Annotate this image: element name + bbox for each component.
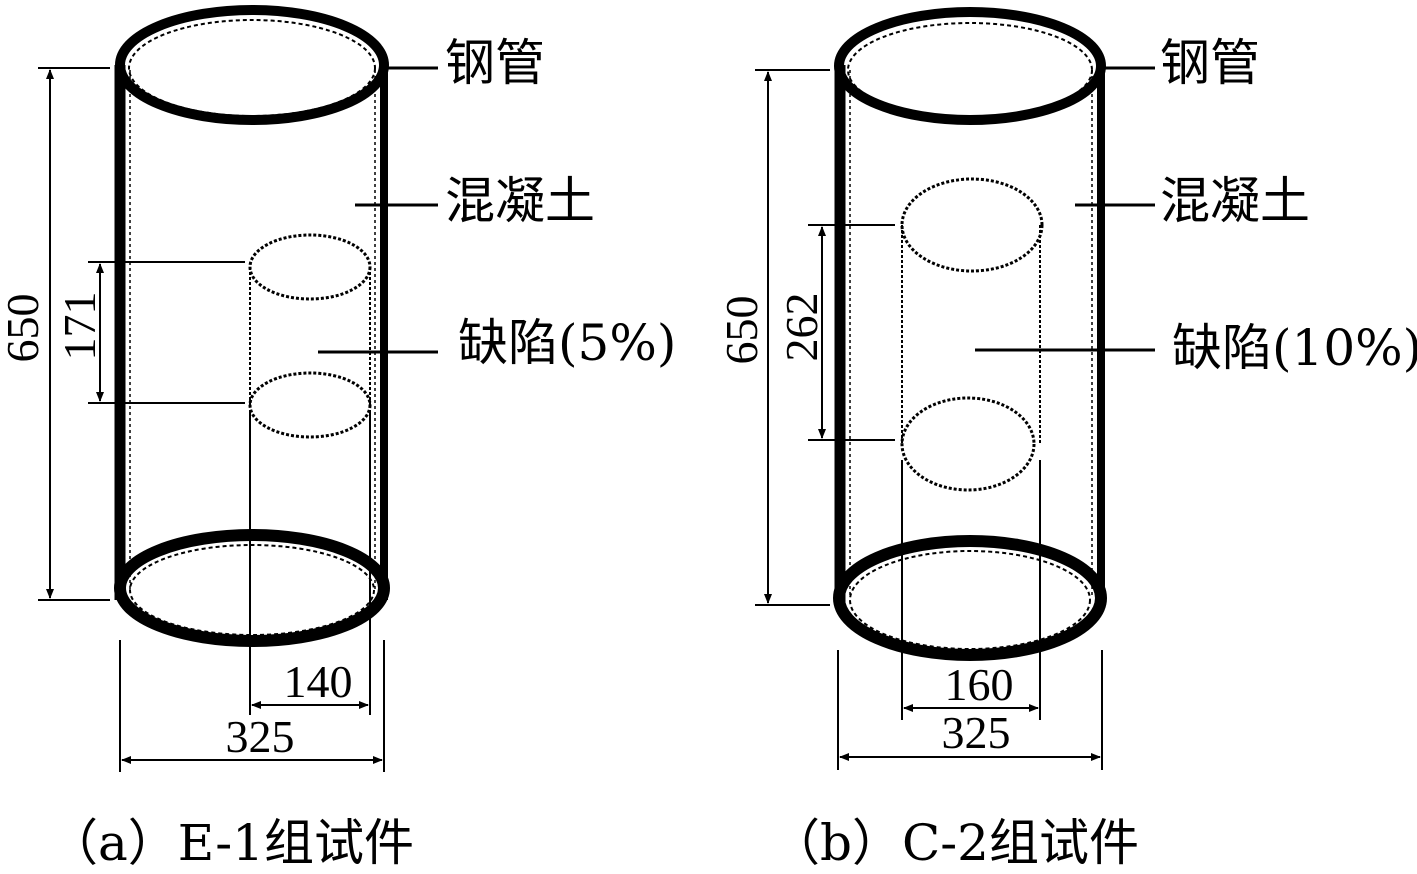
steel-tube-a xyxy=(114,5,390,647)
dim-height-label: 650 xyxy=(716,296,767,365)
defect-cylinder-a xyxy=(248,233,372,439)
dim-height-label: 650 xyxy=(0,294,48,363)
panel-a: 650 171 140 325 钢管 混凝土 xyxy=(0,5,676,872)
dim-defect-height-label: 262 xyxy=(776,293,827,362)
steel-tube-b xyxy=(833,7,1107,661)
leaders-b xyxy=(975,66,1155,352)
dim-outer-dia-b: 325 xyxy=(837,650,1103,770)
caption-a: （a）E-1组试件 xyxy=(48,814,414,872)
defect-cylinder-b xyxy=(900,177,1044,492)
dim-height-b: 650 xyxy=(716,69,830,606)
dim-defect-height-b: 262 xyxy=(776,224,895,441)
panel-b: 650 262 160 325 钢管 混凝土 缺陷(10%) （b）C-2 xyxy=(716,7,1417,872)
label-steel-tube: 钢管 xyxy=(445,34,545,92)
dim-height-a: 650 xyxy=(0,67,110,601)
label-concrete: 混凝土 xyxy=(1160,172,1310,230)
dim-defect-dia-label: 160 xyxy=(945,659,1014,710)
dim-outer-dia-label: 325 xyxy=(226,711,295,762)
dim-outer-dia-label: 325 xyxy=(942,707,1011,758)
dim-defect-dia-label: 140 xyxy=(284,656,353,707)
label-defect: 缺陷(10%) xyxy=(1172,319,1417,377)
dim-defect-height-label: 171 xyxy=(54,292,105,361)
label-concrete: 混凝土 xyxy=(445,172,595,230)
dim-defect-dia-b: 160 xyxy=(901,460,1041,720)
concrete-core-a xyxy=(128,19,376,636)
concrete-core-b xyxy=(847,22,1093,650)
dim-defect-dia-a: 140 xyxy=(249,410,371,715)
dim-defect-height-a: 171 xyxy=(54,261,245,404)
leaders-a xyxy=(318,66,438,354)
label-steel-tube: 钢管 xyxy=(1160,34,1260,92)
label-defect: 缺陷(5%) xyxy=(458,314,676,372)
dim-outer-dia-a: 325 xyxy=(119,640,385,772)
caption-b: （b）C-2组试件 xyxy=(770,814,1139,872)
